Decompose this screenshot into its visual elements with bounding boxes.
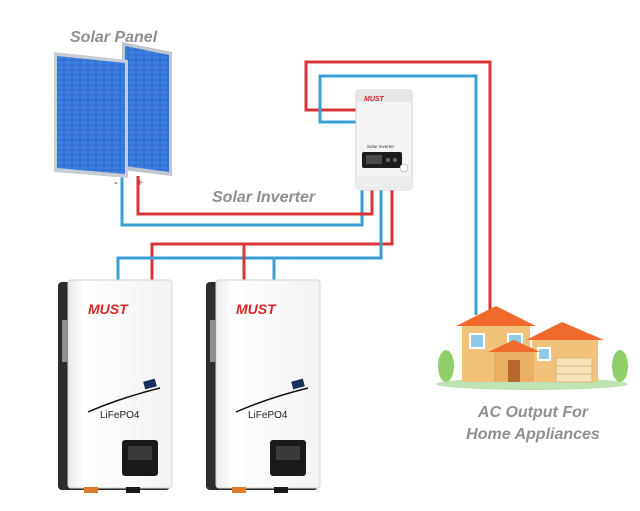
label-ac-output-line2: Home Appliances (466, 426, 600, 443)
battery-2: MUST LiFePO4 (206, 279, 321, 493)
ac-wire-red (304, 60, 492, 315)
terminal-negative: - (114, 177, 118, 189)
ac-wire-blue (318, 74, 478, 315)
solar-panel-front (54, 52, 128, 178)
pv-wire-blue (120, 176, 364, 227)
battery-1: MUST LiFePO4 (58, 279, 173, 493)
solar-panel-back (122, 42, 172, 176)
terminal-positive: + (137, 178, 143, 189)
house-icon (436, 306, 628, 390)
pv-wire-red (136, 176, 374, 216)
battery-wire-blue (116, 190, 383, 286)
label-solar-inverter: Solar Inverter (212, 189, 316, 206)
solar-panel-array: - + (54, 42, 172, 189)
battery-1-chemistry: LiFePO4 (100, 410, 140, 421)
battery-2-brand: MUST (236, 301, 277, 317)
label-solar-panel: Solar Panel (70, 29, 158, 46)
battery-wire-red (150, 190, 394, 286)
solar-inverter: MUST Solar Inverter (355, 89, 413, 191)
battery-2-swoosh (235, 387, 309, 413)
battery-1-brand: MUST (88, 301, 129, 317)
wiring (116, 60, 492, 315)
battery-2-chemistry: LiFePO4 (248, 410, 288, 421)
battery-1-swoosh (87, 387, 161, 413)
label-ac-output-line1: AC Output For (477, 404, 589, 421)
inverter-brand: MUST (364, 96, 385, 103)
inverter-model-label: Solar Inverter (367, 144, 395, 149)
